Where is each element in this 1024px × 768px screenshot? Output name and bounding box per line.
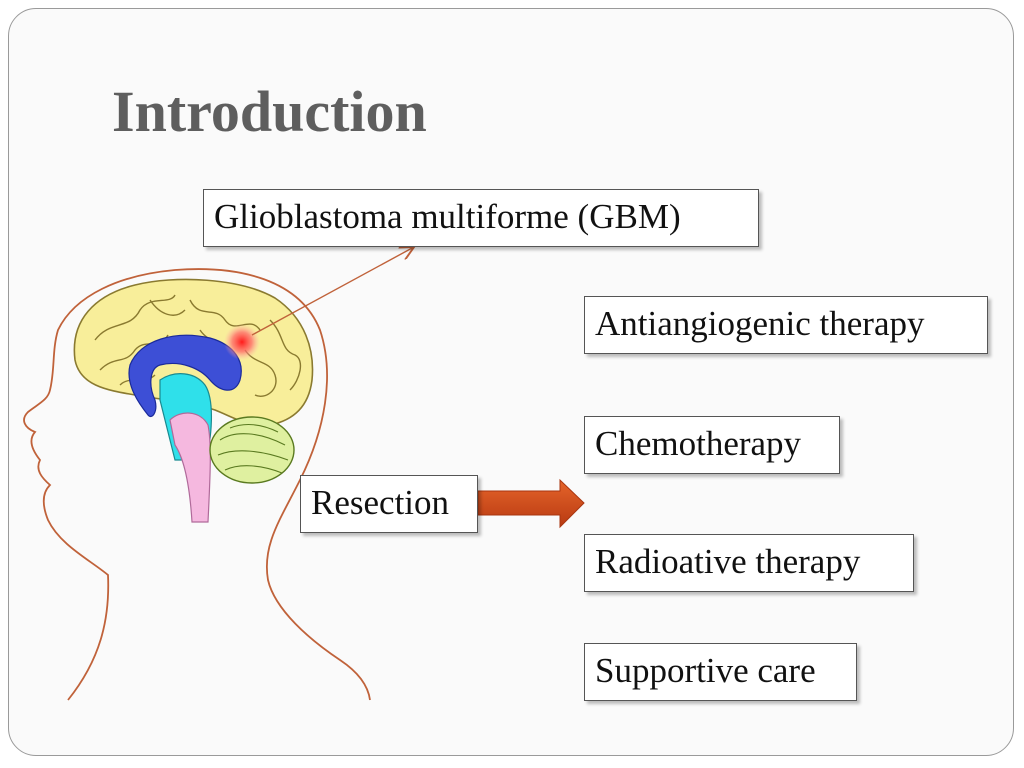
slide-title: Introduction	[112, 79, 427, 144]
gbm-pointer-line	[251, 247, 414, 336]
treatment-supportive: Supportive care	[584, 643, 857, 701]
treatment-chemotherapy: Chemotherapy	[584, 416, 840, 474]
spinal-cord	[169, 412, 211, 523]
cerebellum	[209, 416, 295, 484]
treatment-antiangiogenic: Antiangiogenic therapy	[584, 296, 988, 354]
ventricle	[128, 334, 242, 418]
treatment-radioative: Radioative therapy	[584, 534, 914, 592]
head-outline	[23, 268, 371, 701]
resection-arrow	[477, 478, 585, 529]
tumor-spot	[224, 324, 260, 360]
resection-label: Resection	[300, 475, 478, 533]
gbm-label: Glioblastoma multiforme (GBM)	[203, 189, 759, 247]
